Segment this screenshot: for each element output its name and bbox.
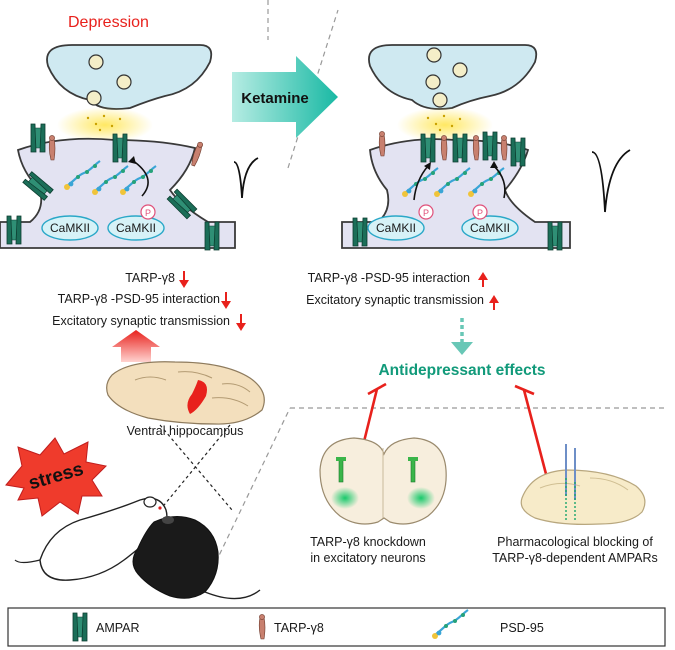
binding-arrow — [413, 165, 429, 201]
down-arrow-icon — [179, 271, 189, 288]
tarp-icon — [500, 135, 508, 161]
camkii-bubble — [461, 215, 519, 241]
phospho-label: P — [477, 208, 483, 218]
ampar-icon — [30, 123, 46, 153]
phospho-badge — [472, 204, 488, 220]
ampar-icon — [420, 133, 436, 163]
left-changes: TARP-γ8 TARP-γ8 -PSD-95 interaction Exci… — [52, 271, 246, 331]
ampar-icon — [204, 221, 220, 251]
vesicle — [452, 62, 468, 78]
camkii-label: CaMKII — [470, 221, 510, 235]
down-arrow-icon — [221, 292, 231, 309]
legend-label: AMPAR — [96, 621, 140, 635]
depression-title: Depression — [68, 14, 149, 31]
ampar-icon — [547, 221, 563, 251]
intervention-label-line1: Pharmacological blocking of — [497, 535, 653, 549]
change-text: Excitatory synaptic transmission — [52, 314, 230, 328]
tarp-icon — [472, 135, 480, 161]
tarp-icon — [440, 135, 448, 161]
left-synapse: CaMKII CaMKII P — [0, 44, 259, 251]
mouse-illustration — [14, 496, 261, 600]
stress-burst: stress — [5, 437, 108, 517]
tarp-icon — [378, 131, 386, 157]
ampar-icon — [352, 217, 368, 247]
legend: AMPAR TARP-γ8 PSD-95 — [7, 607, 666, 647]
brain-section-illustration — [319, 437, 447, 525]
down-arrow-icon — [236, 314, 246, 331]
ampar-icon — [510, 137, 526, 167]
vesicle — [116, 74, 132, 90]
ketamine-label: Ketamine — [241, 90, 309, 107]
legend-box — [7, 607, 666, 647]
phospho-label: P — [423, 208, 429, 218]
right-changes: TARP-γ8 -PSD-95 interaction Excitatory s… — [306, 271, 499, 310]
camkii-bubble — [41, 215, 99, 241]
tarp-icon — [48, 135, 56, 161]
glutamate-release-glow — [57, 107, 153, 143]
epsc-trace-large — [591, 149, 631, 213]
intervention-label-line2: TARP-γ8-dependent AMPARs — [492, 551, 658, 565]
camkii-label: CaMKII — [50, 221, 90, 235]
inhibition-bar-pharmacological — [514, 384, 548, 475]
dashed-arrow-head — [451, 342, 473, 355]
phospho-badge — [418, 204, 434, 220]
ampar-icon — [112, 133, 128, 163]
vesicle — [426, 47, 442, 63]
separator-lower-diagonal — [199, 407, 291, 596]
change-text: TARP-γ8 -PSD-95 interaction — [308, 271, 470, 285]
presynaptic-terminal — [368, 44, 538, 110]
tarp-icon — [258, 614, 266, 640]
up-arrow-icon — [489, 295, 499, 310]
zoom-line — [159, 424, 233, 511]
vesicle — [425, 74, 441, 90]
legend-label: TARP-γ8 — [274, 621, 324, 635]
vesicle — [86, 90, 102, 106]
intervention-label-line1: TARP-γ8 knockdown — [310, 535, 426, 549]
camkii-bubble — [107, 215, 165, 241]
binding-arrow — [131, 159, 149, 197]
phospho-label: P — [145, 208, 151, 218]
ampar-icon — [452, 133, 468, 163]
intervention-label-line2: in excitatory neurons — [310, 551, 425, 565]
antidepressant-effects-title: Antidepressant effects — [378, 362, 545, 379]
ampar-icon — [482, 131, 498, 161]
camkii-label: CaMKII — [116, 221, 156, 235]
camkii-label: CaMKII — [376, 221, 416, 235]
upward-cause-arrow — [112, 330, 160, 362]
legend-label: PSD-95 — [500, 621, 544, 635]
epsc-trace-small — [233, 157, 259, 199]
ketamine-arrow: Ketamine — [232, 56, 338, 138]
ampar-icon — [72, 612, 88, 642]
vesicle — [432, 92, 448, 108]
change-text: Excitatory synaptic transmission — [306, 293, 484, 307]
ampar-icon — [6, 215, 22, 245]
brain-cannula-illustration — [520, 444, 646, 525]
up-arrow-icon — [478, 272, 488, 287]
brain-region-label: Ventral hippocampus — [127, 424, 244, 438]
brain-illustration — [106, 361, 265, 425]
zoom-line — [159, 424, 231, 511]
change-text: TARP-γ8 — [125, 271, 175, 285]
phospho-badge — [140, 204, 156, 220]
camkii-bubble — [367, 215, 425, 241]
right-synapse: CaMKII P CaMKII P — [341, 44, 631, 251]
binding-arrow — [493, 165, 506, 199]
change-text: TARP-γ8 -PSD-95 interaction — [58, 292, 220, 306]
vesicle — [88, 54, 104, 70]
ventral-hippocampus-highlight — [187, 380, 207, 414]
